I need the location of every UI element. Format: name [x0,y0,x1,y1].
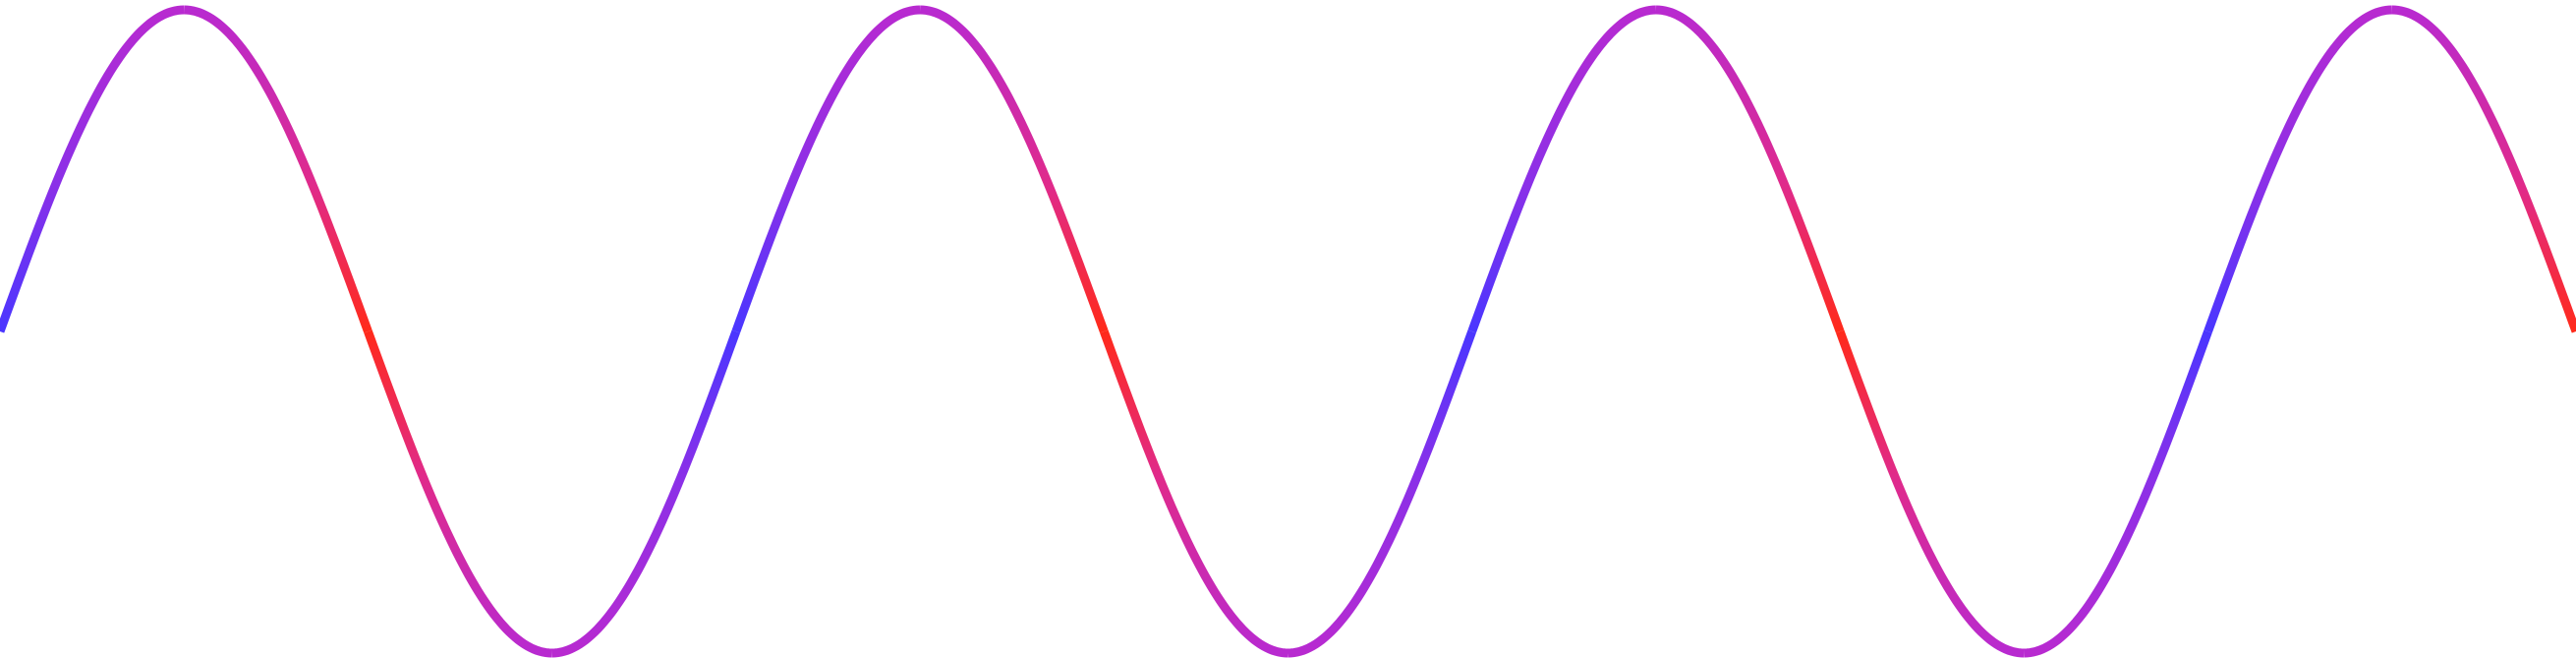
wave-segment [1100,329,1288,658]
wave-segment [551,329,741,658]
wave-segment [731,5,921,333]
wave-segment [1467,5,1657,333]
wave-segment [2204,5,2392,333]
wave-segments [0,5,2576,658]
wave-segment [1655,5,1845,333]
wave-segment [919,5,1109,333]
wave-segment [2024,329,2212,658]
wave-segment [1288,329,1476,658]
wave-segment [364,329,552,658]
wave-segment [0,5,185,333]
wave-segment [1835,329,2025,658]
wave-segment [184,5,372,333]
wave-segment [2391,5,2576,333]
